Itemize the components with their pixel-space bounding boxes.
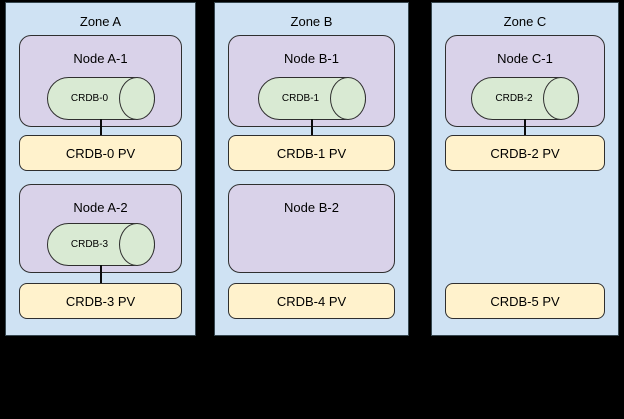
crdb-3-cylinder-label: CRDB-3 xyxy=(70,239,109,250)
zone-a: Zone A Node A-1 CRDB-0 CRDB-0 PV Node A-… xyxy=(5,2,196,336)
crdb-3-cylinder: CRDB-3 xyxy=(46,223,155,266)
crdb-0-pv-box: CRDB-0 PV xyxy=(19,135,182,171)
cylinder-cap-icon xyxy=(118,223,155,266)
node-b-1: Node B-1 CRDB-1 xyxy=(228,35,395,127)
crdb-1-cylinder-label: CRDB-1 xyxy=(281,93,320,104)
crdb-2-cylinder: CRDB-2 xyxy=(471,77,579,120)
crdb-3-connector-line xyxy=(99,265,102,285)
crdb-1-pv-label: CRDB-1 PV xyxy=(276,145,347,161)
node-b-2: Node B-2 xyxy=(228,184,395,273)
cylinder-cap-icon xyxy=(329,77,366,120)
zone-b: Zone B Node B-1 CRDB-1 CRDB-1 PV Node B-… xyxy=(214,2,409,336)
crdb-2-connector-line xyxy=(524,119,526,137)
crdb-1-pv-box: CRDB-1 PV xyxy=(228,135,395,171)
crdb-4-pv-label: CRDB-4 PV xyxy=(276,293,347,309)
crdb-4-pv-box: CRDB-4 PV xyxy=(228,283,395,319)
zone-b-label: Zone B xyxy=(290,14,333,29)
node-b-1-label: Node B-1 xyxy=(284,51,339,66)
crdb-0-pv-label: CRDB-0 PV xyxy=(65,145,136,161)
node-c-1-label: Node C-1 xyxy=(497,51,553,66)
crdb-5-pv-label: CRDB-5 PV xyxy=(490,293,560,309)
crdb-0-connector-line xyxy=(99,119,102,137)
cylinder-cap-icon xyxy=(118,77,155,120)
crdb-2-pv-box: CRDB-2 PV xyxy=(445,135,605,171)
crdb-1-connector-line xyxy=(310,119,313,137)
cylinder-cap-icon xyxy=(543,77,579,120)
crdb-2-pv-label: CRDB-2 PV xyxy=(490,145,560,161)
crdb-5-pv-box: CRDB-5 PV xyxy=(445,283,605,319)
zone-c: Zone C Node C-1 CRDB-2 CRDB-2 PV CRDB-5 … xyxy=(431,2,619,336)
node-a-1-label: Node A-1 xyxy=(73,51,128,66)
crdb-1-cylinder: CRDB-1 xyxy=(257,77,366,120)
zone-a-label: Zone A xyxy=(79,14,122,29)
crdb-0-cylinder: CRDB-0 xyxy=(46,77,155,120)
crdb-3-pv-box: CRDB-3 PV xyxy=(19,283,182,319)
zone-c-label: Zone C xyxy=(503,14,547,29)
node-c-1: Node C-1 CRDB-2 xyxy=(445,35,605,127)
crdb-3-pv-label: CRDB-3 PV xyxy=(65,293,136,309)
node-a-2-label: Node A-2 xyxy=(73,200,128,215)
node-b-2-label: Node B-2 xyxy=(284,200,339,215)
node-a-1: Node A-1 CRDB-0 xyxy=(19,35,182,127)
crdb-2-cylinder-label: CRDB-2 xyxy=(495,93,533,104)
node-a-2: Node A-2 CRDB-3 xyxy=(19,184,182,273)
crdb-0-cylinder-label: CRDB-0 xyxy=(70,93,109,104)
